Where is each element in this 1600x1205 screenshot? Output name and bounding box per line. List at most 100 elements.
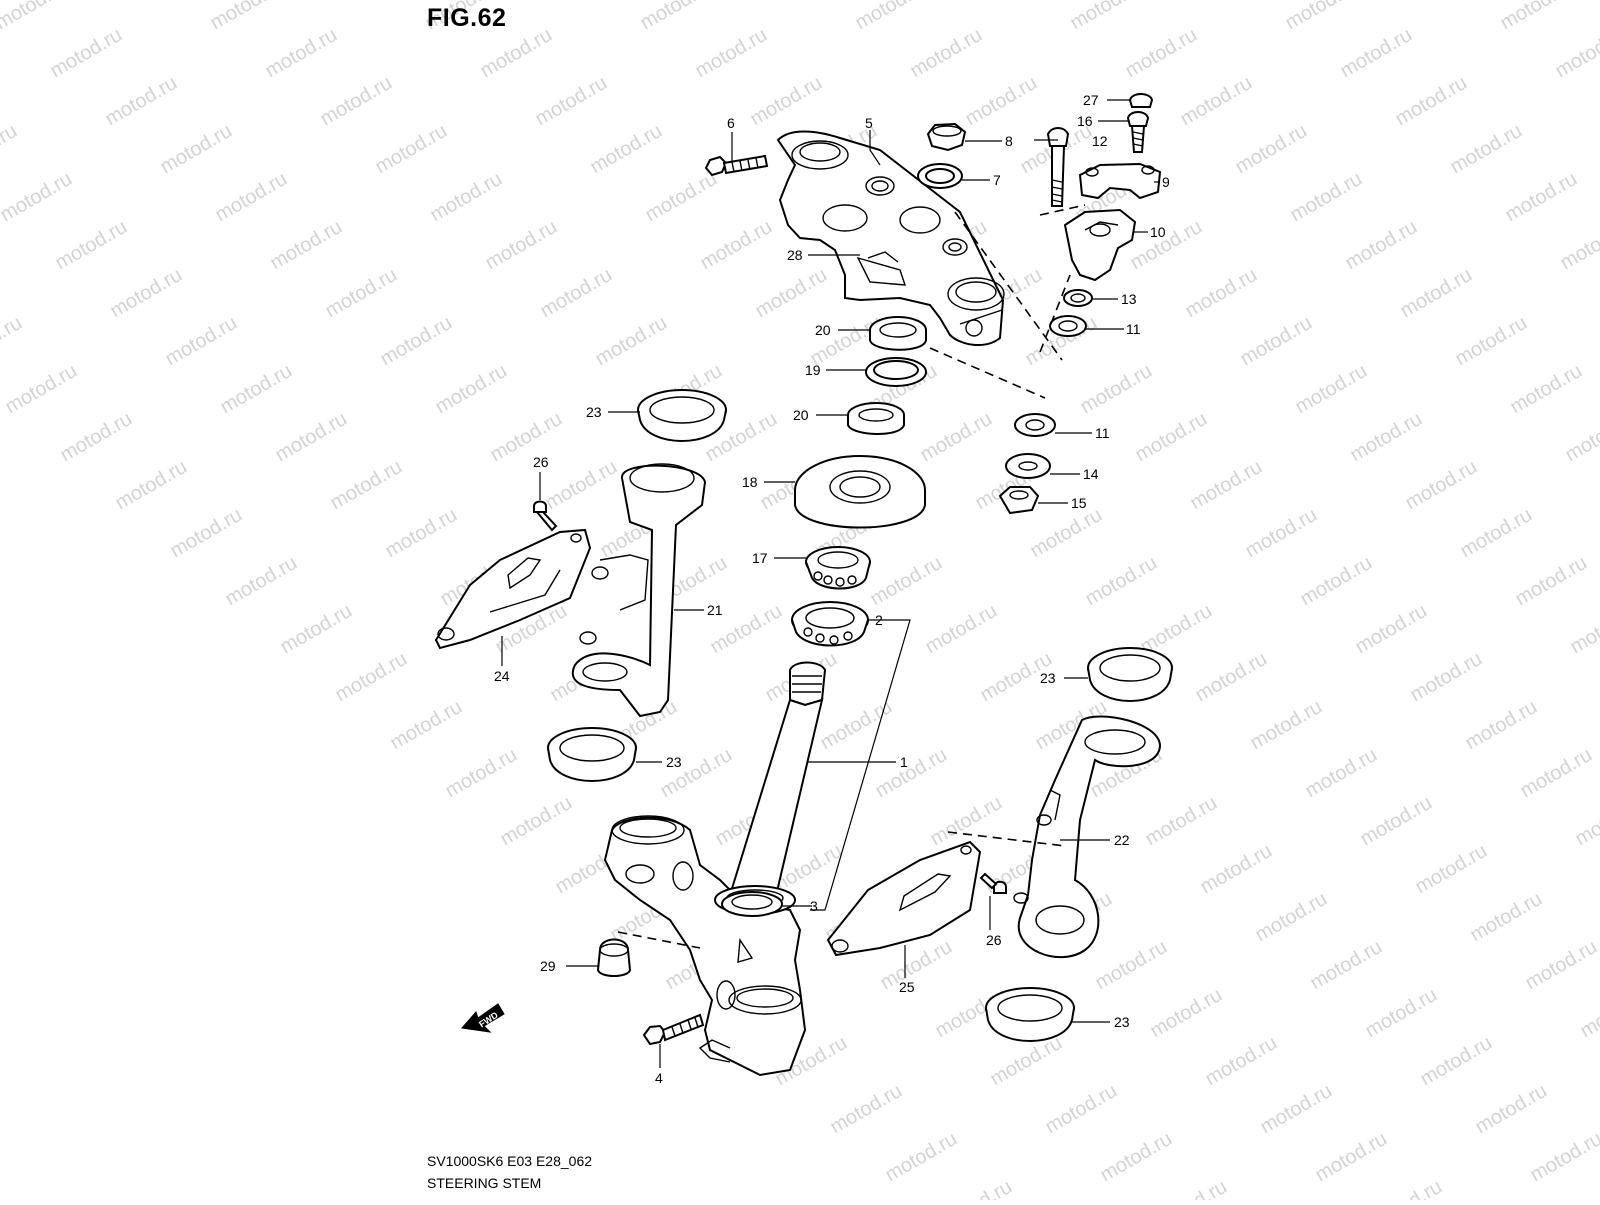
watermark-text: motod.ru: [0, 168, 76, 227]
watermark-text: motod.ru: [1337, 24, 1416, 83]
watermark-text: motod.ru: [1517, 744, 1596, 803]
cap-part-29: [598, 940, 630, 977]
watermark-text: motod.ru: [1447, 120, 1526, 179]
watermark-text: motod.ru: [1467, 888, 1546, 947]
watermark-text: motod.ru: [267, 216, 346, 275]
watermark-text: motod.ru: [1457, 504, 1536, 563]
watermark-text: motod.ru: [1347, 408, 1426, 467]
watermark-text: motod.ru: [1122, 24, 1201, 83]
rubber-seal-part-23-upper-left: [638, 390, 726, 441]
callout-6: 6: [727, 115, 735, 131]
watermark-text: motod.ru: [1252, 888, 1331, 947]
watermark-text: motod.ru: [1092, 936, 1171, 995]
callout-11-upper: 11: [1126, 321, 1141, 337]
watermark-text: motod.ru: [272, 408, 351, 467]
watermark-text: motod.ru: [697, 216, 776, 275]
watermark-text: motod.ru: [587, 120, 666, 179]
callout-7: 7: [993, 172, 1001, 188]
washer-part-11-lower: [1015, 414, 1055, 436]
callout-11-lower: 11: [1095, 425, 1110, 441]
watermark-text: motod.ru: [387, 696, 466, 755]
watermark-text: motod.ru: [1132, 408, 1211, 467]
nut-part-15: [1000, 487, 1038, 513]
watermark-text: motod.ru: [1282, 0, 1361, 34]
rubber-seal-part-23-lower-right: [986, 988, 1074, 1041]
watermark-text: motod.ru: [332, 648, 411, 707]
callout-20-lower: 20: [793, 407, 809, 423]
figure-title: FIG.62: [427, 4, 506, 33]
fwd-arrow-icon: FWD: [462, 1004, 504, 1032]
watermark-text: motod.ru: [262, 24, 341, 83]
watermark-text: motod.ru: [1567, 600, 1600, 659]
watermark-text: motod.ru: [1417, 1032, 1496, 1091]
watermark-text: motod.ru: [1407, 648, 1486, 707]
watermark-text: motod.ru: [1067, 0, 1146, 34]
watermark-text: motod.ru: [1402, 456, 1481, 515]
holder-lower-part-10: [1065, 210, 1135, 280]
watermark-text: motod.ru: [872, 744, 951, 803]
watermark-text: motod.ru: [1552, 24, 1600, 83]
plate-part-25: [828, 842, 980, 955]
callout-23-lower-left: 23: [666, 754, 682, 770]
watermark-text: motod.ru: [917, 408, 996, 467]
watermark-text: motod.ru: [1142, 792, 1221, 851]
watermark-text: motod.ru: [1182, 264, 1261, 323]
watermark-text: motod.ru: [1562, 408, 1600, 467]
watermark-text: motod.ru: [1202, 1032, 1281, 1091]
callout-20-upper: 20: [815, 322, 831, 338]
watermark-text: motod.ru: [57, 408, 136, 467]
watermark-text: motod.ru: [1367, 1176, 1446, 1200]
callout-15: 15: [1071, 495, 1087, 511]
watermark-text: motod.ru: [222, 552, 301, 611]
watermark-text: motod.ru: [642, 168, 721, 227]
watermark-text: motod.ru: [212, 168, 291, 227]
watermark-text: motod.ru: [1572, 792, 1600, 851]
bolt-part-6: [706, 156, 767, 175]
watermark-text: motod.ru: [322, 264, 401, 323]
watermark-text: motod.ru: [962, 72, 1041, 131]
watermark-text: motod.ru: [637, 0, 716, 34]
watermark-text: motod.ru: [852, 0, 931, 34]
watermark-text: motod.ru: [1527, 1128, 1600, 1187]
watermark-text: motod.ru: [52, 216, 131, 275]
watermark-text: motod.ru: [1397, 264, 1476, 323]
watermark-text: motod.ru: [327, 456, 406, 515]
washer-part-19: [866, 358, 926, 386]
callout-27: 27: [1083, 92, 1099, 108]
watermark-text: motod.ru: [1082, 552, 1161, 611]
watermark-text: motod.ru: [372, 120, 451, 179]
watermark-text: motod.ru: [1312, 1128, 1391, 1187]
watermark-text: motod.ru: [1287, 168, 1366, 227]
callout-17: 17: [752, 550, 768, 566]
upper-bracket-part-5: [778, 132, 1004, 346]
watermark-text: motod.ru: [592, 312, 671, 371]
bearing-part-17: [806, 547, 870, 589]
watermark-text: motod.ru: [817, 696, 896, 755]
watermark-text: motod.ru: [2, 360, 81, 419]
callout-23-upper-left: 23: [586, 404, 602, 420]
watermark-text: motod.ru: [747, 72, 826, 131]
callout-2: 2: [875, 612, 883, 628]
watermark-text: motod.ru: [657, 744, 736, 803]
watermark-text: motod.ru: [1392, 72, 1471, 131]
watermark-text: motod.ru: [1512, 552, 1591, 611]
callout-8: 8: [1005, 133, 1013, 149]
watermark-text: motod.ru: [487, 408, 566, 467]
watermark-text: motod.ru: [217, 360, 296, 419]
watermark-text: motod.ru: [1232, 120, 1311, 179]
callout-25: 25: [899, 979, 915, 995]
watermark-text: motod.ru: [377, 312, 456, 371]
callout-5: 5: [865, 115, 873, 131]
watermark-text: motod.ru: [1497, 0, 1576, 34]
callout-21: 21: [707, 602, 723, 618]
watermark-text: motod.ru: [0, 120, 21, 179]
watermark-text: motod.ru: [1462, 696, 1541, 755]
watermark-text: motod.ru: [752, 264, 831, 323]
cap-nut-part-8: [928, 124, 965, 150]
watermark-text: motod.ru: [692, 24, 771, 83]
washer-part-13: [1064, 290, 1092, 306]
watermark-text: motod.ru: [0, 0, 71, 34]
watermark-text: motod.ru: [1502, 168, 1581, 227]
watermark-text: motod.ru: [937, 1176, 1016, 1200]
watermark-text: motod.ru: [1247, 696, 1326, 755]
